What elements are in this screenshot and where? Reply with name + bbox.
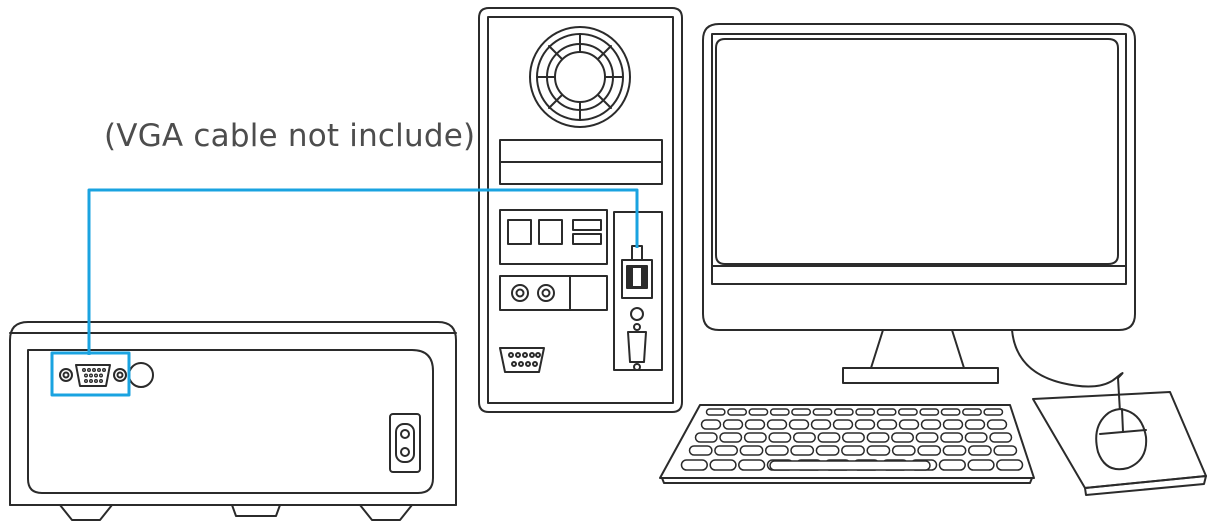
keyboard-key <box>810 419 832 430</box>
keyboard-icon <box>659 404 1035 484</box>
keyboard-key <box>898 419 920 430</box>
keyboard-key <box>967 445 992 456</box>
serial-port-icon <box>499 347 545 373</box>
keyboard-spacebar <box>769 460 931 471</box>
keyboard-key <box>790 445 815 456</box>
keyboard-key <box>817 432 841 443</box>
keyboard-key <box>739 445 764 456</box>
keyboard-key <box>962 408 982 416</box>
keyboard-key <box>996 459 1024 471</box>
keyboard-key <box>788 419 810 430</box>
mouse-icon <box>1011 329 1148 471</box>
keyboard-key <box>709 459 737 471</box>
fan-icon <box>529 26 631 128</box>
vga-connector-icon <box>621 245 653 299</box>
keyboard-key <box>876 419 898 430</box>
keyboard-key <box>700 419 722 430</box>
keyboard-key <box>920 419 942 430</box>
keyboard-key <box>841 445 865 456</box>
keyboard-key <box>714 445 739 456</box>
keyboard-key <box>915 432 939 443</box>
keyboard-key <box>812 408 833 416</box>
keyboard-key <box>940 432 964 443</box>
monitor-icon <box>702 23 1136 384</box>
vga-cable-line <box>50 188 639 397</box>
cable-note-label: (VGA cable not include) <box>104 118 476 154</box>
keyboard-key <box>722 419 744 430</box>
keyboard-key <box>942 419 964 430</box>
keyboard-key <box>855 408 876 416</box>
keyboard-key <box>688 445 713 456</box>
keyboard-key <box>854 419 876 430</box>
tower-vga-port-icon <box>627 323 647 371</box>
keyboard-key <box>744 419 766 430</box>
keyboard-key <box>891 445 916 456</box>
keyboard-key <box>841 432 865 443</box>
keyboard-key <box>738 459 766 471</box>
keyboard-key <box>719 432 743 443</box>
keyboard-key <box>866 432 890 443</box>
keyboard-key <box>832 419 854 430</box>
keyboard-key <box>967 459 995 471</box>
keyboard-key <box>942 445 967 456</box>
power-socket-icon <box>389 413 421 473</box>
keyboard-key <box>769 408 790 416</box>
keyboard-key <box>940 408 961 416</box>
keyboard-key <box>866 445 891 456</box>
projector-icon <box>9 321 457 521</box>
keyboard-key <box>986 419 1008 430</box>
keyboard-key <box>938 459 966 471</box>
keyboard-key <box>694 432 718 443</box>
keyboard-key <box>964 419 986 430</box>
keyboard-key <box>897 408 918 416</box>
keyboard-key <box>680 459 708 471</box>
keyboard-key <box>833 408 854 416</box>
projector-vga-port-icon <box>59 364 127 387</box>
keyboard-key <box>993 445 1018 456</box>
keyboard-key <box>768 432 792 443</box>
keyboard-key <box>791 408 812 416</box>
keyboard-key <box>766 419 788 430</box>
keyboard-key <box>964 432 988 443</box>
computer-tower-icon <box>478 7 683 413</box>
keyboard-key <box>876 408 897 416</box>
keyboard-key <box>919 408 940 416</box>
keyboard-key <box>792 432 816 443</box>
keyboard-key <box>983 408 1004 416</box>
keyboard-key <box>917 445 942 456</box>
keyboard-key <box>989 432 1013 443</box>
keyboard-key <box>815 445 840 456</box>
keyboard-key <box>764 445 789 456</box>
keyboard-key <box>727 408 748 416</box>
keyboard-key <box>705 408 726 416</box>
keyboard-key <box>748 408 769 416</box>
keyboard-key <box>743 432 767 443</box>
keyboard-key <box>891 432 915 443</box>
